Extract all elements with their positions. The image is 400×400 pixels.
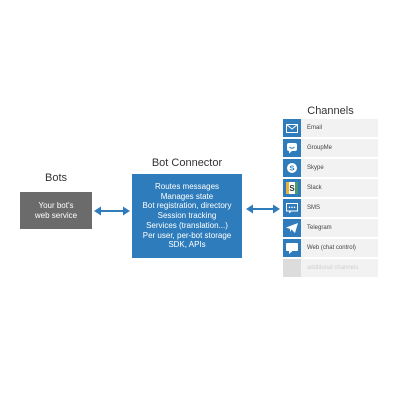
channel-label: Slack xyxy=(307,185,322,191)
channel-label: Telegram xyxy=(307,225,332,231)
channel-item-web-chat: Web (chat control) xyxy=(283,239,378,257)
channel-item-email: Email xyxy=(283,119,378,137)
svg-text:S: S xyxy=(289,184,295,193)
channel-item-sms: SMS xyxy=(283,199,378,217)
channel-label: Web (chat control) xyxy=(307,245,356,251)
channels-title: Channels xyxy=(307,105,354,117)
groupme-icon xyxy=(283,139,301,157)
channel-label: SMS xyxy=(307,205,321,211)
bot-box-line: Your bot's xyxy=(38,200,74,210)
telegram-icon xyxy=(283,219,301,237)
bots-title: Bots xyxy=(44,172,67,184)
bots-connector-arrow xyxy=(94,206,130,216)
connector-feature: Services (translation...) xyxy=(146,220,228,230)
connector-feature: Session tracking xyxy=(157,211,217,221)
web-chat-icon xyxy=(283,239,301,257)
email-icon xyxy=(283,119,301,137)
channel-item-skype: S Skype xyxy=(283,159,378,177)
channel-item-groupme: GroupMe xyxy=(283,139,378,157)
channel-label: Email xyxy=(307,125,323,131)
channel-item-slack: S Slack xyxy=(283,179,378,197)
connector-feature: Bot registration, directory xyxy=(142,201,232,211)
skype-icon: S xyxy=(283,159,301,177)
svg-text:S: S xyxy=(289,164,294,173)
channel-label: Skype xyxy=(307,165,324,171)
placeholder-icon xyxy=(283,259,301,277)
channels-list: Email GroupMe S Skype S Slack SMS Telegr… xyxy=(283,119,378,279)
bot-connector-title: Bot Connector xyxy=(151,157,223,169)
bot-box-line: web service xyxy=(34,210,78,220)
connector-feature: Manages state xyxy=(160,191,214,201)
connector-feature: SDK, APIs xyxy=(168,240,206,250)
connector-feature: Per user, per-bot storage xyxy=(142,230,232,240)
bot-connector-box: Routes messages Manages state Bot regist… xyxy=(132,174,242,258)
slack-icon: S xyxy=(283,179,301,197)
connector-channels-arrow xyxy=(246,204,280,214)
channel-label: GroupMe xyxy=(307,145,333,151)
channel-item-telegram: Telegram xyxy=(283,219,378,237)
connector-feature: Routes messages xyxy=(154,181,220,191)
channel-label: additional channels xyxy=(307,265,359,271)
bot-web-service-box: Your bot's web service xyxy=(20,192,92,229)
sms-icon xyxy=(283,199,301,217)
channel-item-additional: additional channels xyxy=(283,259,378,277)
